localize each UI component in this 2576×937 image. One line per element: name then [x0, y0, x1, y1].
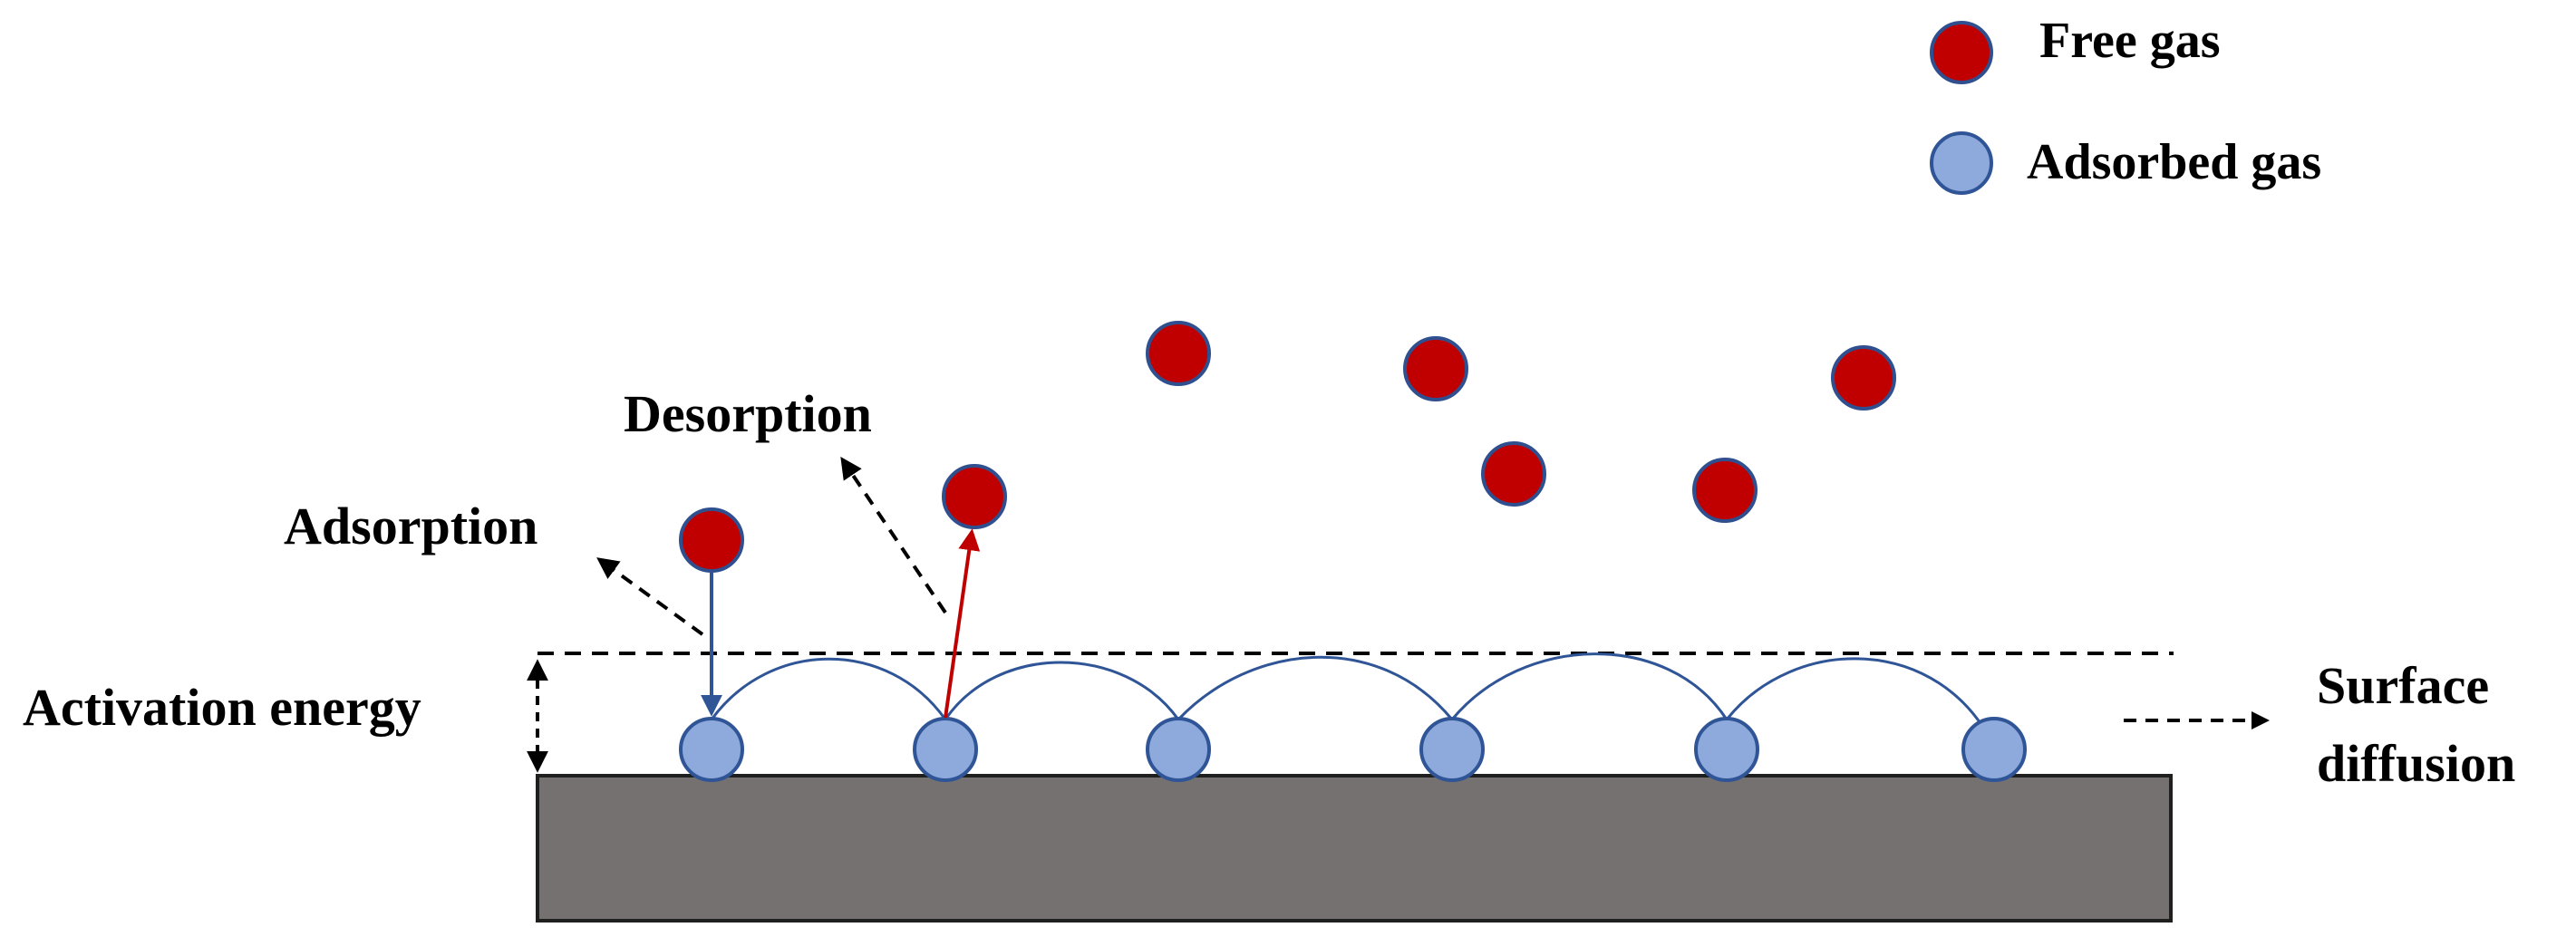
hop-arc [1725, 657, 1996, 748]
free-gas-molecule [1146, 321, 1211, 386]
desorption-label: Desorption [624, 384, 872, 443]
free-gas-molecule [1692, 458, 1758, 523]
activation-energy-label: Activation energy [23, 678, 421, 737]
legend-free-gas-label: Free gas [2039, 13, 2221, 69]
hop-arc [710, 657, 947, 720]
adsorbed-gas-molecule [1961, 717, 2027, 782]
hop-arc [1177, 655, 1454, 721]
hop-arc [944, 661, 1180, 720]
adsorbed-gas-molecule [1694, 717, 1759, 782]
free-gas-molecule [1481, 441, 1546, 507]
adsorbed-gas-molecule [1146, 717, 1211, 782]
free-gas-molecule [1831, 345, 1896, 411]
desorption-pointer-arrow [840, 457, 947, 614]
free-gas-molecules [679, 321, 1896, 573]
adsorbed-gas-molecules [679, 717, 2027, 782]
desorption-arrow [944, 528, 981, 719]
surface-diffusion-label-line2: diffusion [2317, 734, 2515, 793]
adsorbed-gas-molecule [679, 717, 744, 782]
free-gas-molecule [1403, 336, 1468, 401]
legend-adsorbed-gas-icon [1930, 131, 1993, 195]
legend: Free gas Adsorbed gas [1930, 13, 2321, 195]
adsorbed-gas-molecule [913, 717, 978, 782]
legend-free-gas-icon [1930, 21, 1993, 84]
surface-hop-arcs [710, 652, 1996, 748]
hop-arc [1450, 652, 1729, 720]
free-gas-molecule [679, 507, 744, 573]
adsorption-label: Adsorption [284, 497, 537, 555]
adsorption-pointer-arrow [596, 557, 704, 636]
adsorbed-gas-molecule [1419, 717, 1485, 782]
substrate [536, 774, 2173, 923]
surface-diffusion-label-line1: Surface [2317, 656, 2489, 715]
free-gas-molecule [942, 464, 1007, 529]
legend-adsorbed-gas-label: Adsorbed gas [2027, 134, 2321, 190]
